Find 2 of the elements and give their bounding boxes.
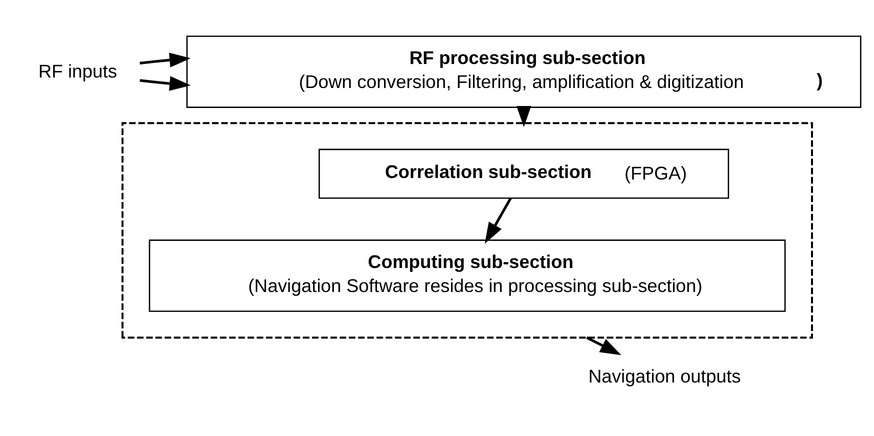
node-text: Navigation outputs [588,365,741,386]
node-text: RF inputs [38,60,118,81]
